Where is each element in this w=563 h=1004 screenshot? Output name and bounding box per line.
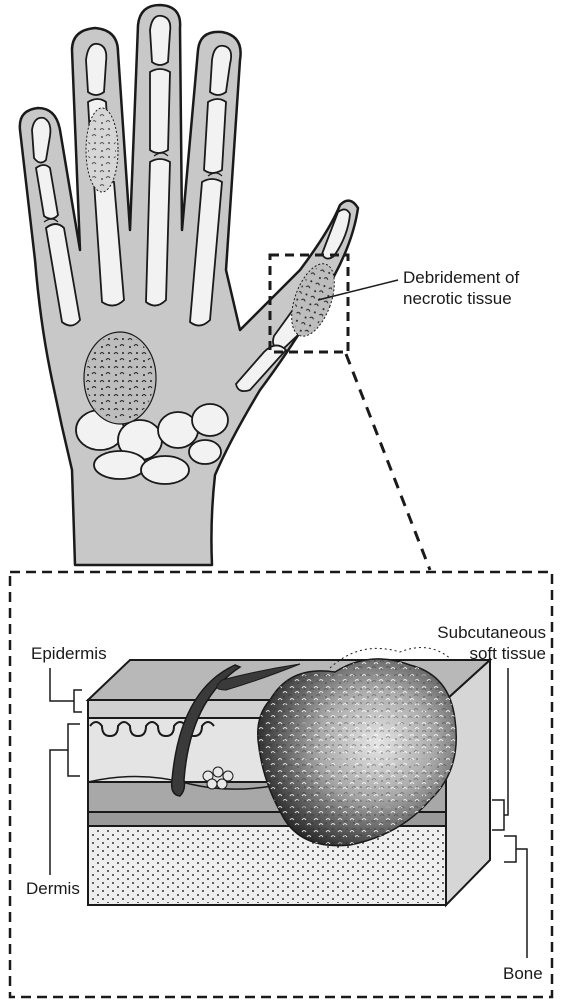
zoom-connector — [346, 354, 430, 570]
hand-illustration — [20, 5, 358, 565]
epidermis-label: Epidermis — [31, 643, 107, 664]
debridement-label: Debridement of necrotic tissue — [403, 267, 519, 309]
subcutaneous-label-line1: Subcutaneous — [437, 622, 546, 643]
skin-side-face — [446, 660, 490, 905]
subcutaneous-label: Subcutaneous soft tissue — [437, 622, 546, 664]
debridement-label-line2: necrotic tissue — [403, 288, 519, 309]
bone-label: Bone — [503, 963, 543, 984]
dermis-label: Dermis — [26, 878, 80, 899]
subcutaneous-label-line2: soft tissue — [437, 643, 546, 664]
skin-cross-section — [88, 648, 490, 906]
debridement-label-line1: Debridement of — [403, 267, 519, 288]
